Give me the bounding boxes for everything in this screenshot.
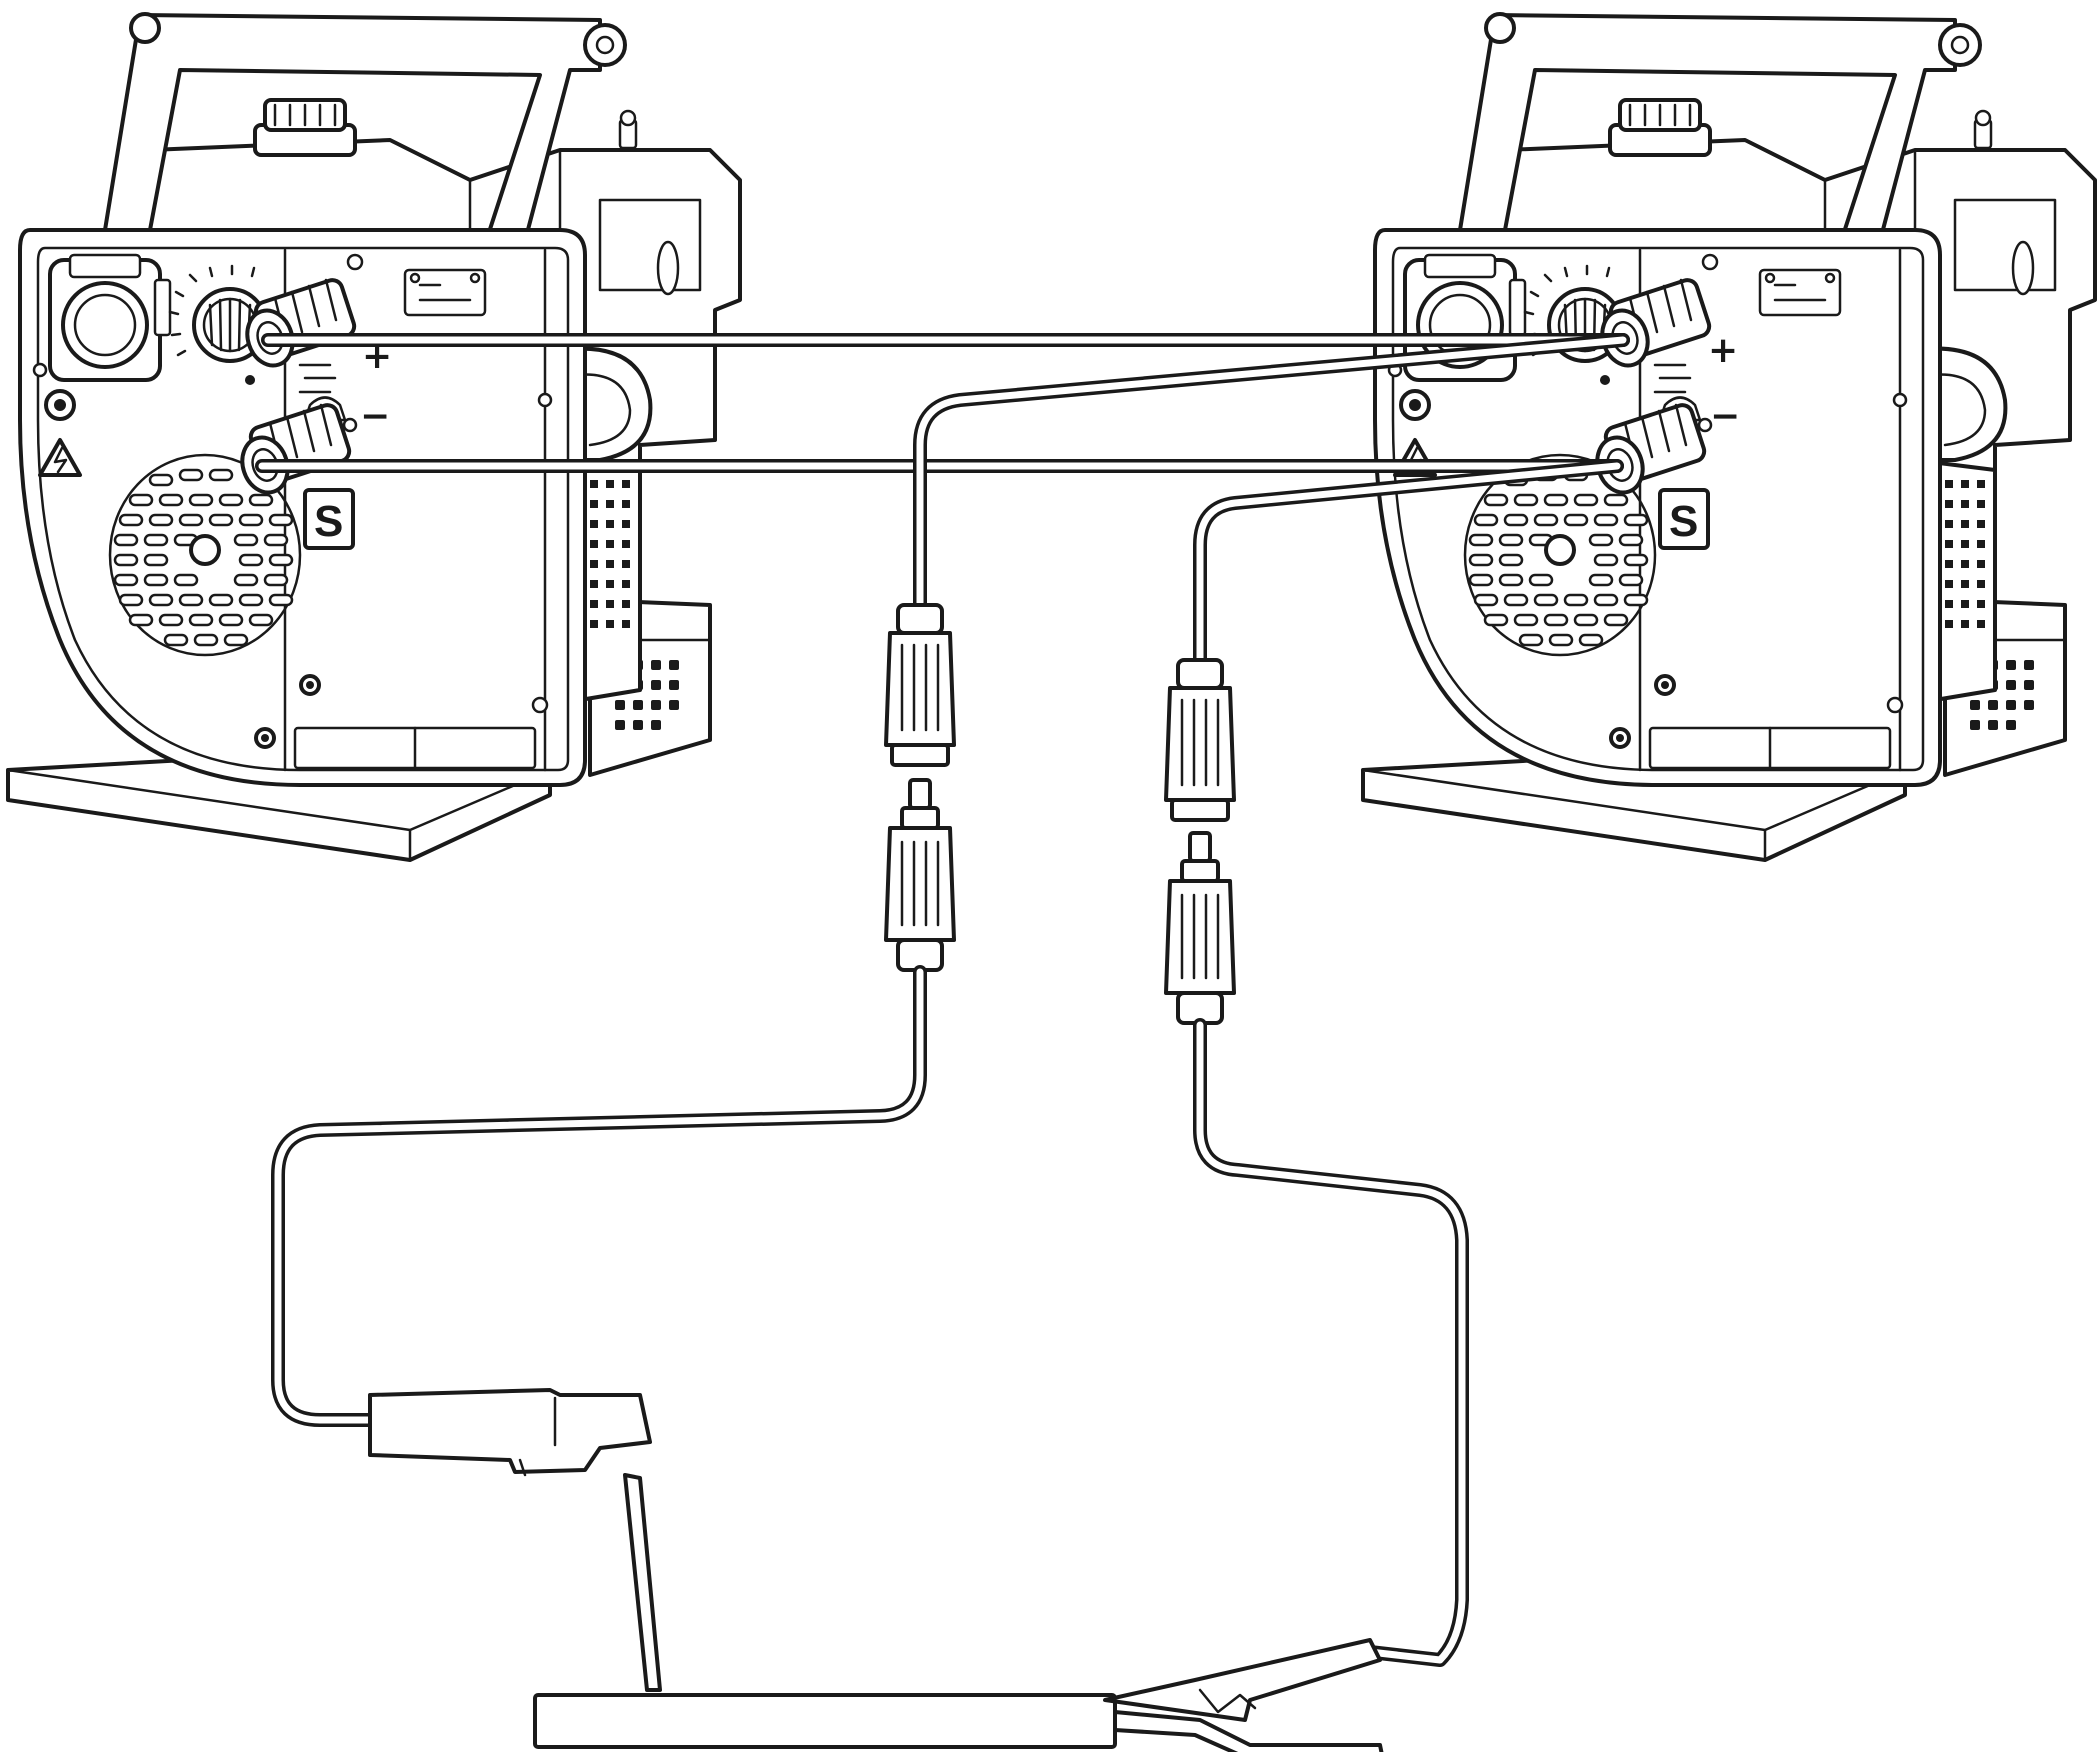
welder-left: S + −: [6, 12, 742, 862]
panel-letter-right: S: [1669, 497, 1698, 546]
panel-letter-left: S: [314, 497, 343, 546]
electrode-lead-upper: [913, 333, 1630, 619]
electrode-lead-lower: [271, 965, 927, 1427]
electrode-connector-female[interactable]: [884, 603, 956, 767]
work-connector-female[interactable]: [1164, 658, 1236, 822]
electrode-holder[interactable]: [368, 1388, 662, 1692]
work-lead-lower: [1193, 1018, 1469, 1667]
work-lead-upper: [1193, 459, 1624, 672]
ground-clamp[interactable]: [1103, 1638, 1384, 1752]
welder-right: S + −: [1361, 12, 2097, 862]
minus-symbol-left: −: [360, 396, 390, 437]
electrode-connector-male[interactable]: [884, 778, 956, 972]
workpiece: [533, 1693, 1117, 1749]
work-connector-male[interactable]: [1164, 831, 1236, 1025]
minus-symbol-right: −: [1710, 396, 1740, 437]
plus-symbol-right: +: [1708, 330, 1738, 371]
